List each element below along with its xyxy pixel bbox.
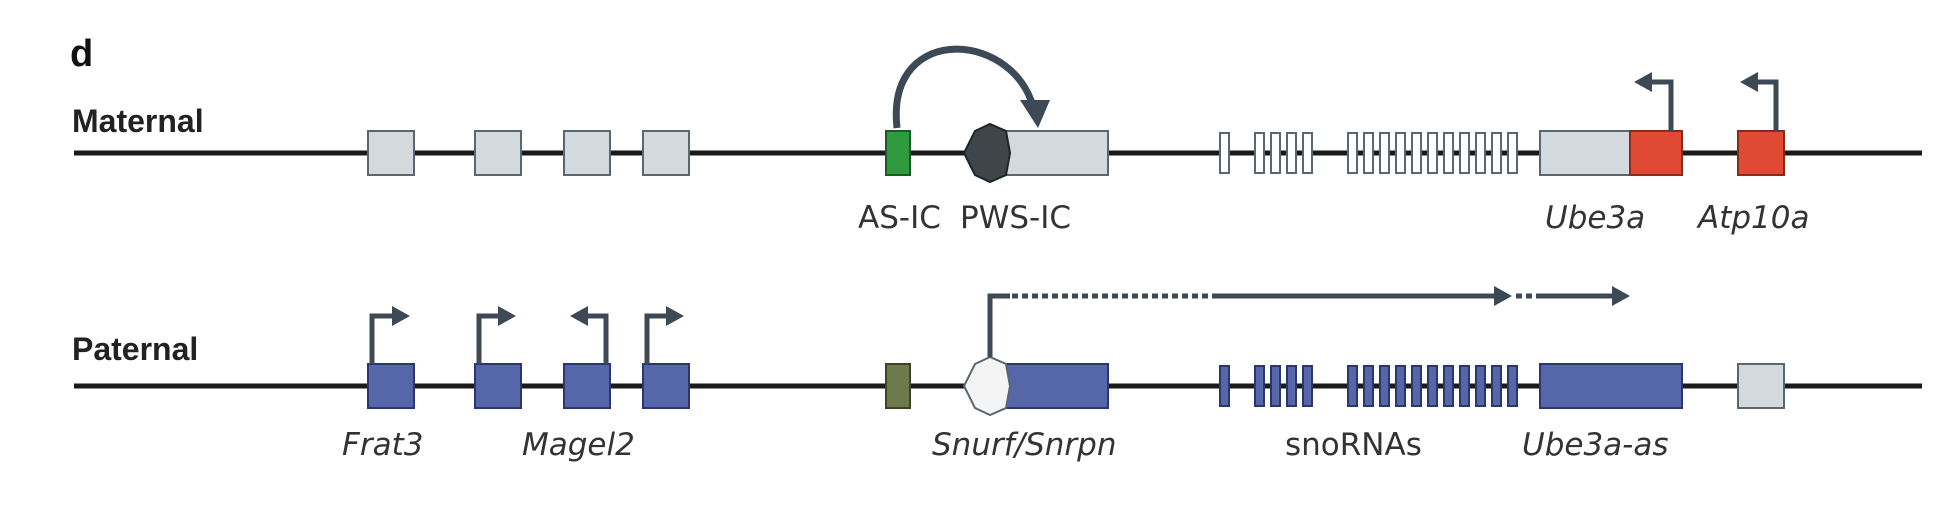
ube3a-label: Ube3a — [1545, 200, 1645, 236]
paternal-snornas — [1219, 365, 1518, 407]
maternal-gene-box — [474, 130, 522, 176]
frat3-label: Frat3 — [342, 427, 423, 463]
as-ic-label: AS-IC — [858, 200, 941, 236]
panel-label: d — [70, 33, 93, 75]
maternal-row: Maternal — [72, 45, 1922, 236]
paternal-as-ic-box — [885, 363, 911, 409]
maternal-label: Maternal — [72, 103, 204, 139]
atp10a-promoter-arrow — [1754, 79, 1779, 131]
maternal-atp10a-box — [1737, 130, 1785, 176]
paternal-frat3-box — [367, 363, 415, 409]
maternal-gene-box — [642, 130, 690, 176]
paternal-gene-box — [642, 363, 690, 409]
snurf-transcript-start — [987, 293, 1010, 357]
paternal-row: Paternal — [72, 286, 1922, 463]
maternal-magel2-box — [563, 130, 611, 176]
paternal-atp10a-box — [1737, 363, 1785, 409]
paternal-gene-box — [474, 363, 522, 409]
maternal-frat3-box — [367, 130, 415, 176]
maternal-ube3a-active — [1629, 130, 1683, 176]
maternal-snornas — [1219, 132, 1518, 174]
atp10a-label: Atp10a — [1696, 200, 1809, 236]
maternal-ube3a-grey — [1539, 130, 1633, 176]
pws-ic-label: PWS-IC — [960, 200, 1071, 236]
paternal-magel2-box — [563, 363, 611, 409]
snurf-snrpn-label: Snurf/Snrpn — [932, 427, 1116, 463]
snornas-label: snoRNAs — [1285, 427, 1422, 463]
ube3a-as-label: Ube3a-as — [1522, 427, 1669, 463]
snurf-transcript-arrowhead — [1494, 286, 1512, 306]
paternal-pws-ic-unmethylated — [962, 355, 1012, 417]
ube3a-as-transcript-arrowhead — [1612, 286, 1630, 306]
paternal-ube3a-as-box — [1539, 363, 1683, 409]
ube3a-arrow-head — [1634, 72, 1652, 92]
maternal-as-ic-box — [885, 130, 911, 176]
magel2-label: Magel2 — [522, 427, 635, 463]
paternal-snurf-snrpn-box — [997, 363, 1109, 409]
as-ic-to-pws-ic-arrow — [892, 45, 1039, 129]
paternal-promoter-arrows — [369, 313, 670, 364]
curved-arrow-head — [1020, 100, 1050, 128]
paternal-promoter-arrowheads — [392, 306, 684, 326]
paternal-label: Paternal — [72, 331, 198, 367]
maternal-pws-ic-methylated — [962, 122, 1012, 184]
ube3a-promoter-arrow — [1648, 79, 1674, 131]
atp10a-arrow-head — [1740, 72, 1758, 92]
maternal-snurf-snrpn-box — [997, 130, 1109, 176]
